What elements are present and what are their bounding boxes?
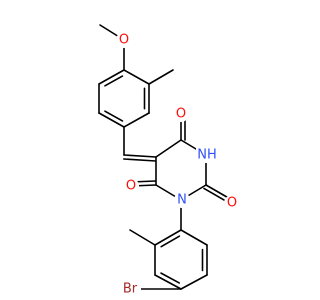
bond-a4-a5-inner — [104, 110, 124, 122]
bond-b1-b2 — [154, 229, 182, 246]
atom-br: Br — [119, 281, 141, 297]
bond-a6-a1-inner — [104, 75, 124, 87]
bond-b3-b4-inner — [160, 272, 181, 284]
bond-b4-b5 — [180, 274, 208, 290]
atom-n1: N — [174, 192, 190, 208]
bond-a4-a5 — [98, 112, 125, 128]
bond-a6-a1 — [98, 69, 125, 85]
bond-b6-b1 — [180, 229, 208, 246]
bond-b1-b2-inner — [160, 235, 181, 248]
atom-label-o-methoxy: O — [119, 33, 129, 48]
atom-label-o-c2: O — [227, 196, 237, 211]
atom-label-br: Br — [123, 282, 138, 297]
molecule-structure: O O O O NH N Br — [98, 24, 240, 297]
atom-o-c4: O — [173, 106, 189, 122]
atom-label-o-c4: O — [176, 107, 186, 122]
atom-o-methoxy: O — [116, 32, 132, 48]
bond-vc-c5-second — [122, 158, 157, 162]
bond-b3-b4 — [154, 274, 182, 290]
atom-label-layer: O O O O NH N Br — [116, 32, 240, 297]
atom-o-c2: O — [224, 195, 240, 211]
atom-n3: NH — [196, 147, 218, 163]
bond-vc-c5 — [123, 154, 157, 158]
bond-a1-a2 — [123, 69, 150, 85]
bond-c5-c4 — [155, 139, 182, 158]
bond-b2-bm — [129, 229, 156, 246]
bond-a2-m2 — [148, 69, 174, 85]
atom-label-n1: N — [177, 193, 187, 208]
bond-a3-a4 — [123, 112, 150, 128]
atom-label-n3: NH — [197, 148, 217, 163]
atom-label-o-c6: O — [126, 179, 136, 194]
atom-o-c6: O — [123, 178, 139, 194]
